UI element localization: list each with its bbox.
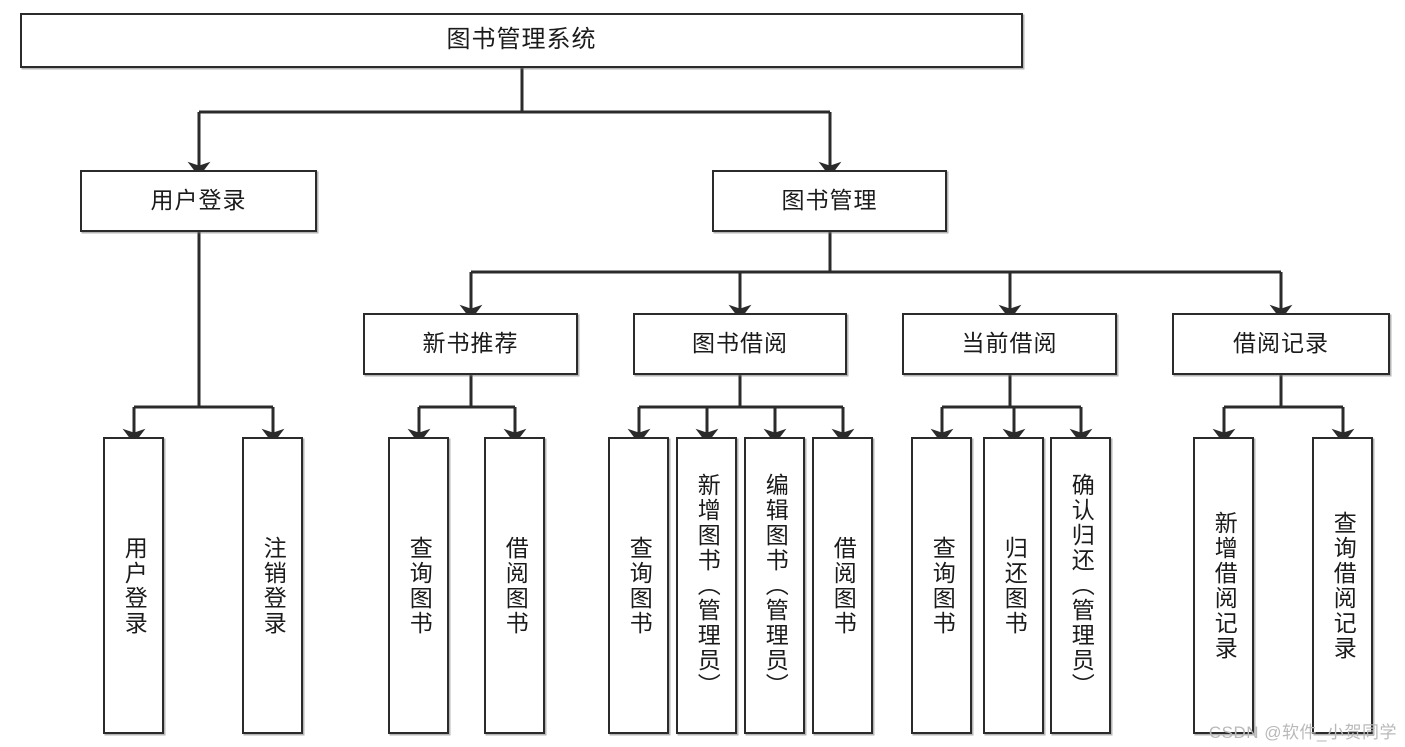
node-current[interactable]: 当前借阅: [902, 313, 1117, 375]
node-l_cb_query[interactable]: 查询图书: [911, 437, 972, 734]
node-l_bw_add[interactable]: 新增图书（管理员）: [676, 437, 737, 734]
node-root[interactable]: 图书管理系统: [20, 13, 1023, 68]
node-l_rc_add[interactable]: 新增借阅记录: [1193, 437, 1254, 734]
node-l_cb_return[interactable]: 归还图书: [983, 437, 1044, 734]
node-label: 图书管理系统: [446, 26, 597, 54]
node-l_bw_edit[interactable]: 编辑图书（管理员）: [744, 437, 805, 734]
node-label: 用户登录: [121, 535, 148, 636]
node-label: 当前借阅: [961, 330, 1058, 357]
node-label: 查询借阅记录: [1330, 510, 1357, 661]
node-l_rc_query[interactable]: 查询借阅记录: [1312, 437, 1373, 734]
node-l_nb_query[interactable]: 查询图书: [388, 437, 449, 734]
node-borrow[interactable]: 图书借阅: [633, 313, 847, 375]
node-label: 新增图书（管理员）: [694, 473, 721, 698]
node-label: 新书推荐: [422, 330, 519, 357]
node-label: 图书借阅: [692, 330, 788, 357]
watermark-text: CSDN @软件_小贺同学: [1208, 723, 1397, 742]
node-records[interactable]: 借阅记录: [1172, 313, 1390, 375]
node-label: 查询图书: [626, 535, 653, 636]
node-label: 借阅图书: [830, 535, 857, 636]
node-l_login[interactable]: 用户登录: [103, 437, 164, 734]
node-label: 注销登录: [260, 535, 287, 636]
node-label: 图书管理: [781, 187, 878, 214]
node-l_nb_borrow[interactable]: 借阅图书: [484, 437, 545, 734]
node-label: 归还图书: [1001, 535, 1028, 636]
node-label: 查询图书: [406, 535, 433, 636]
connector-lines: [122, 68, 1355, 444]
node-label: 借阅图书: [502, 535, 529, 636]
node-l_bw_query[interactable]: 查询图书: [608, 437, 669, 734]
node-label: 新增借阅记录: [1211, 510, 1238, 661]
node-newbook[interactable]: 新书推荐: [363, 313, 578, 375]
node-label: 查询图书: [929, 535, 956, 636]
node-label: 用户登录: [150, 187, 247, 214]
node-label: 借阅记录: [1233, 330, 1329, 357]
node-l_cb_conf[interactable]: 确认归还（管理员）: [1050, 437, 1111, 734]
node-label: 确认归还（管理员）: [1068, 473, 1095, 698]
node-l_bw_lend[interactable]: 借阅图书: [812, 437, 873, 734]
node-l_logout[interactable]: 注销登录: [242, 437, 303, 734]
node-bookmgmt[interactable]: 图书管理: [712, 170, 947, 232]
node-login[interactable]: 用户登录: [80, 170, 317, 232]
node-label: 编辑图书（管理员）: [762, 473, 789, 698]
